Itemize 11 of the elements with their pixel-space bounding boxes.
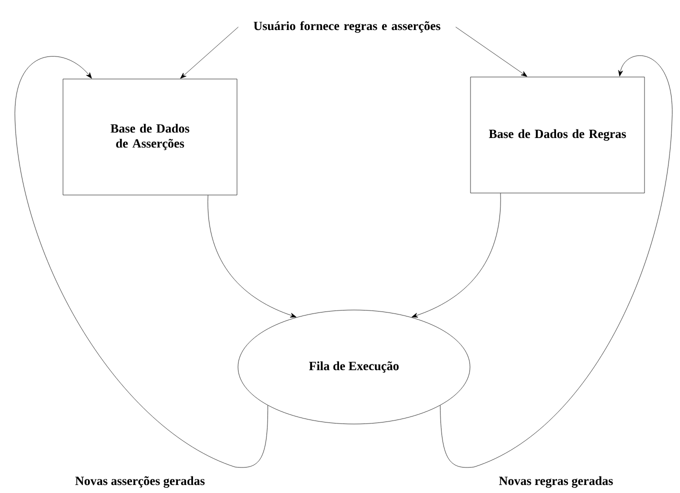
arrow: [412, 193, 501, 318]
arrow: [440, 56, 672, 468]
process-box: Base de Dados de Asserções: [62, 78, 238, 196]
edge-label: Novas asserções geradas: [74, 475, 206, 489]
arrow: [180, 26, 238, 79]
edge-label: Novas regras geradas: [498, 475, 614, 489]
annotation-text: Usuário fornece regras e asserções: [254, 21, 440, 33]
process-box: Base de Dados de Regras: [470, 76, 645, 194]
arrow: [14, 56, 268, 468]
arrow: [456, 26, 528, 77]
arrow: [208, 195, 296, 318]
